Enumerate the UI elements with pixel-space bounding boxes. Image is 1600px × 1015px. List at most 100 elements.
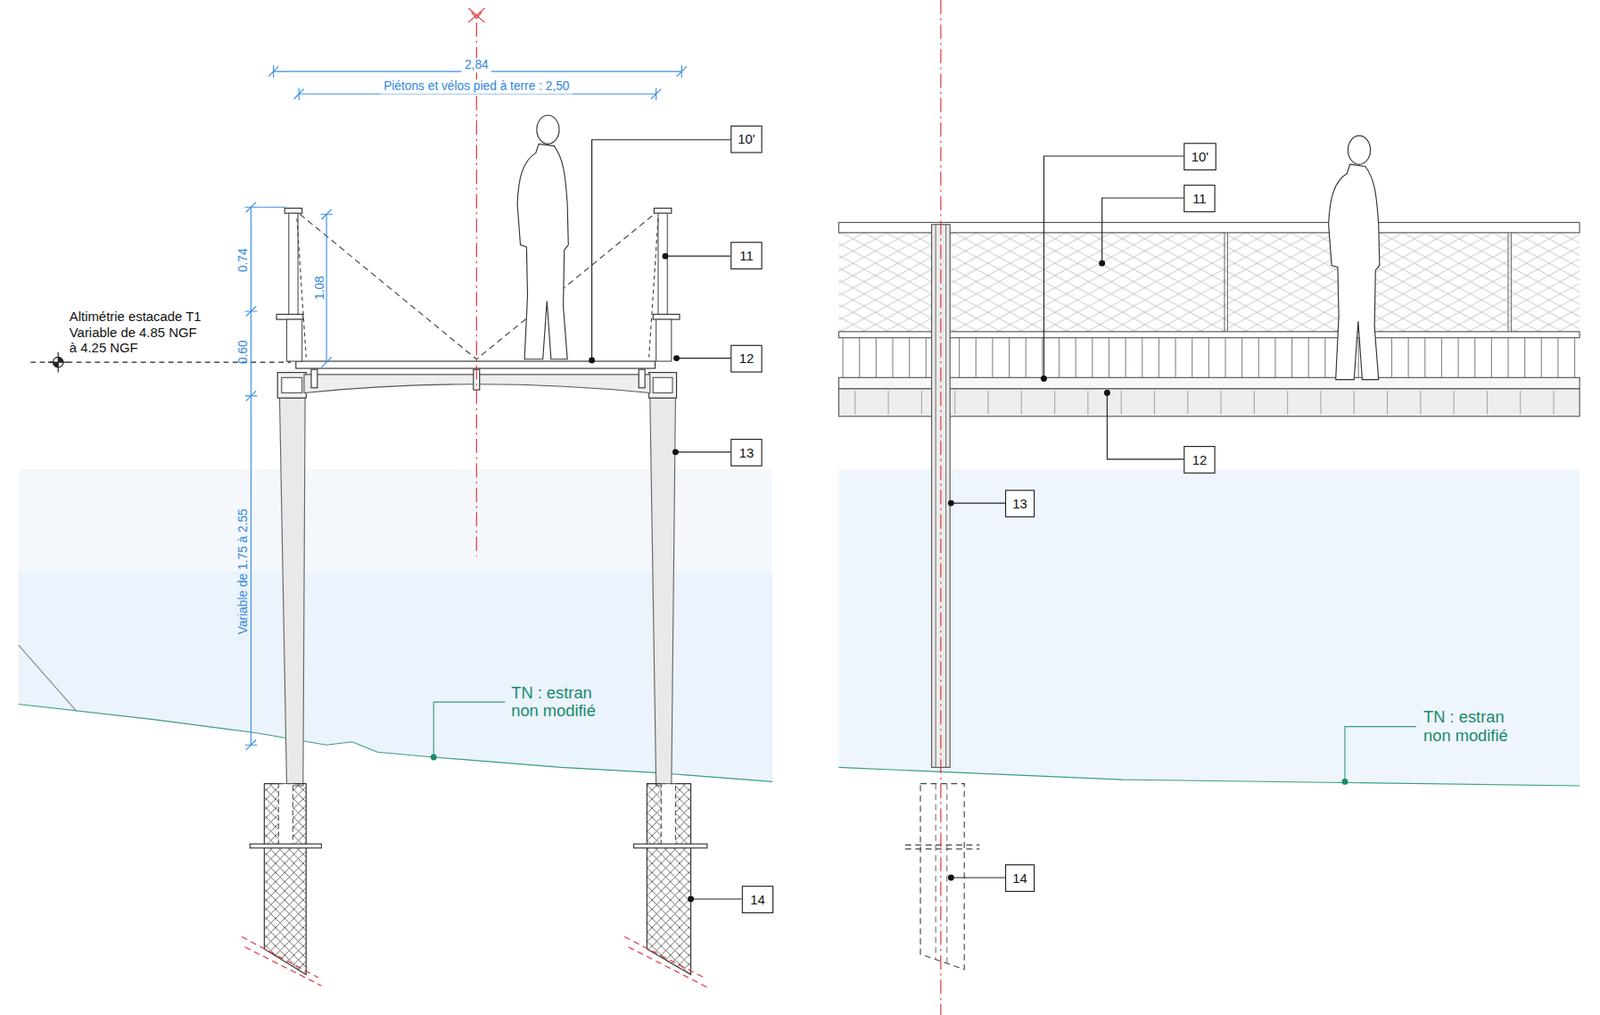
railing-left [656,319,672,362]
dimension-lines [245,65,687,751]
leader-lines-right [1102,197,1185,264]
railing-left [653,207,671,214]
beam-bays [1121,390,1122,414]
callout-number: 14 [750,892,766,907]
person-right [1328,135,1380,380]
dimension-lines [246,202,256,751]
dimension-lines [245,206,287,745]
columns-left [277,372,306,399]
leader-dots-right [1098,260,1106,267]
balusters [1458,338,1460,379]
balusters [908,338,910,379]
railing-left [276,207,680,362]
person-left [536,115,560,144]
water-left [18,644,77,711]
balusters [858,338,860,379]
columns-left [649,372,677,399]
beam-bays [987,390,989,414]
balusters [1474,338,1476,379]
balusters [1391,338,1393,379]
beam-bays [1419,390,1421,414]
dimension-label: 1.08 [313,275,326,300]
beam-bays [1087,390,1089,414]
railing-left [288,213,298,315]
columns-left [281,377,303,393]
balusters [1075,338,1077,379]
beam-bays [1486,390,1488,414]
deck-left [638,369,645,388]
callout-box: 14 [742,885,774,914]
centerline-left [476,22,478,556]
beam-bays [855,390,1554,414]
beam-bays [1054,390,1056,414]
level-marker [52,356,63,367]
balusters [1108,338,1110,379]
pile-sockets-left [634,843,708,849]
balusters [1424,338,1426,379]
columns-left [279,397,306,786]
balusters [1008,338,1010,379]
pile-sockets-left [241,783,709,989]
centerline-left [468,8,485,23]
balusters [991,338,993,379]
dimension-label: Variable de 1.75 à 2.55 [236,508,249,635]
leader-dots-left [430,754,438,761]
dimension-label: 0.74 [236,247,249,273]
callout-box: 12 [1183,445,1215,474]
leader-dots-left [673,354,680,362]
callout-number: 10' [737,132,755,147]
deck-left [296,361,656,369]
balusters [1141,338,1143,379]
balusters [1541,338,1543,379]
callout-number: 12 [1192,453,1208,467]
beam-bays [1187,390,1188,414]
leader-dots-right [948,500,955,507]
leader-lines-left [675,451,731,453]
balusters [1241,338,1243,379]
balusters [841,338,843,379]
beam-bays [888,390,890,414]
beam-bays [1021,390,1023,414]
beam-bays [1154,390,1155,414]
pile-sockets-left [263,783,306,975]
balusters [1557,338,1559,379]
beam-bays [1353,390,1355,414]
columns-left [650,397,677,786]
callout-box: 11 [730,241,762,270]
note-label: TN : estran non modifié [511,684,613,722]
beam-bays [1519,390,1521,414]
leader-lines-left [691,898,743,899]
leader-dots-right [1104,389,1111,396]
beam-bays [1286,390,1288,414]
pile-sockets-left [278,783,293,846]
leader-lines-left [592,140,732,361]
balusters [1191,338,1193,379]
leader-lines-left [433,140,743,899]
callout-number: 13 [1012,496,1028,511]
column-right [940,0,941,1015]
leader-dots-left [430,253,694,903]
leader-lines-right [950,502,1006,504]
pile-sockets-left [660,783,676,846]
beam-bays [1386,390,1388,414]
person-left [517,143,569,359]
balusters [1441,338,1443,379]
balusters [1224,338,1226,379]
railing-left [658,213,668,315]
railing-left [287,319,303,362]
leader-dots-left [662,253,669,260]
balusters [1408,338,1410,379]
balusters [925,338,927,379]
leader-lines-right [1043,156,1184,379]
callout-number: 12 [739,352,755,366]
deck-left [296,361,656,393]
balusters [1308,338,1310,379]
pile-sockets-left [249,843,322,849]
callout-number: 10' [1191,149,1209,164]
callout-number: 13 [739,445,755,460]
deck-left [311,369,318,388]
balusters [1524,338,1526,379]
beam-bays [954,390,956,414]
leader-dots-right [1040,375,1048,382]
leader-lines-right [950,876,1006,878]
